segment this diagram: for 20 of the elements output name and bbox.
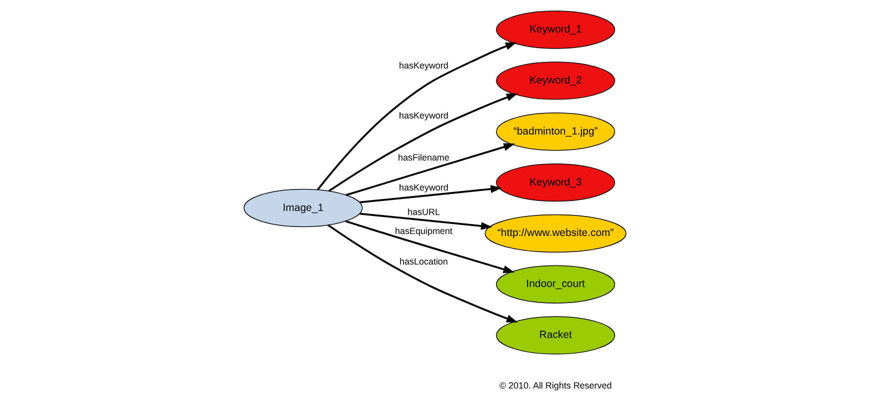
arrow bbox=[360, 185, 502, 204]
node-ellipse: Racket bbox=[496, 316, 616, 354]
node-ellipse: Image_1 bbox=[244, 188, 363, 228]
edge-label: hasKeyword bbox=[399, 60, 448, 70]
edge-label: hasKeyword bbox=[399, 182, 448, 192]
arrow bbox=[316, 42, 517, 190]
arrow bbox=[345, 220, 515, 274]
node-ellipse: “http://www.website.com” bbox=[484, 214, 626, 253]
edge-label: hasURL bbox=[408, 207, 440, 218]
edge-label: hasEquipment bbox=[395, 226, 452, 236]
arrow bbox=[328, 93, 518, 192]
arrow bbox=[346, 143, 515, 196]
node-ellipse: Keyword_3 bbox=[496, 163, 616, 202]
label: © 2010. All Rights Reserved bbox=[499, 380, 612, 391]
arrow bbox=[327, 224, 518, 322]
edge-label: hasKeyword bbox=[399, 110, 448, 121]
arrow bbox=[360, 212, 492, 230]
node-ellipse: Keyword_2 bbox=[496, 62, 616, 100]
edge-label: hasLocation bbox=[400, 256, 448, 267]
edge-label: hasFilename bbox=[398, 152, 450, 163]
